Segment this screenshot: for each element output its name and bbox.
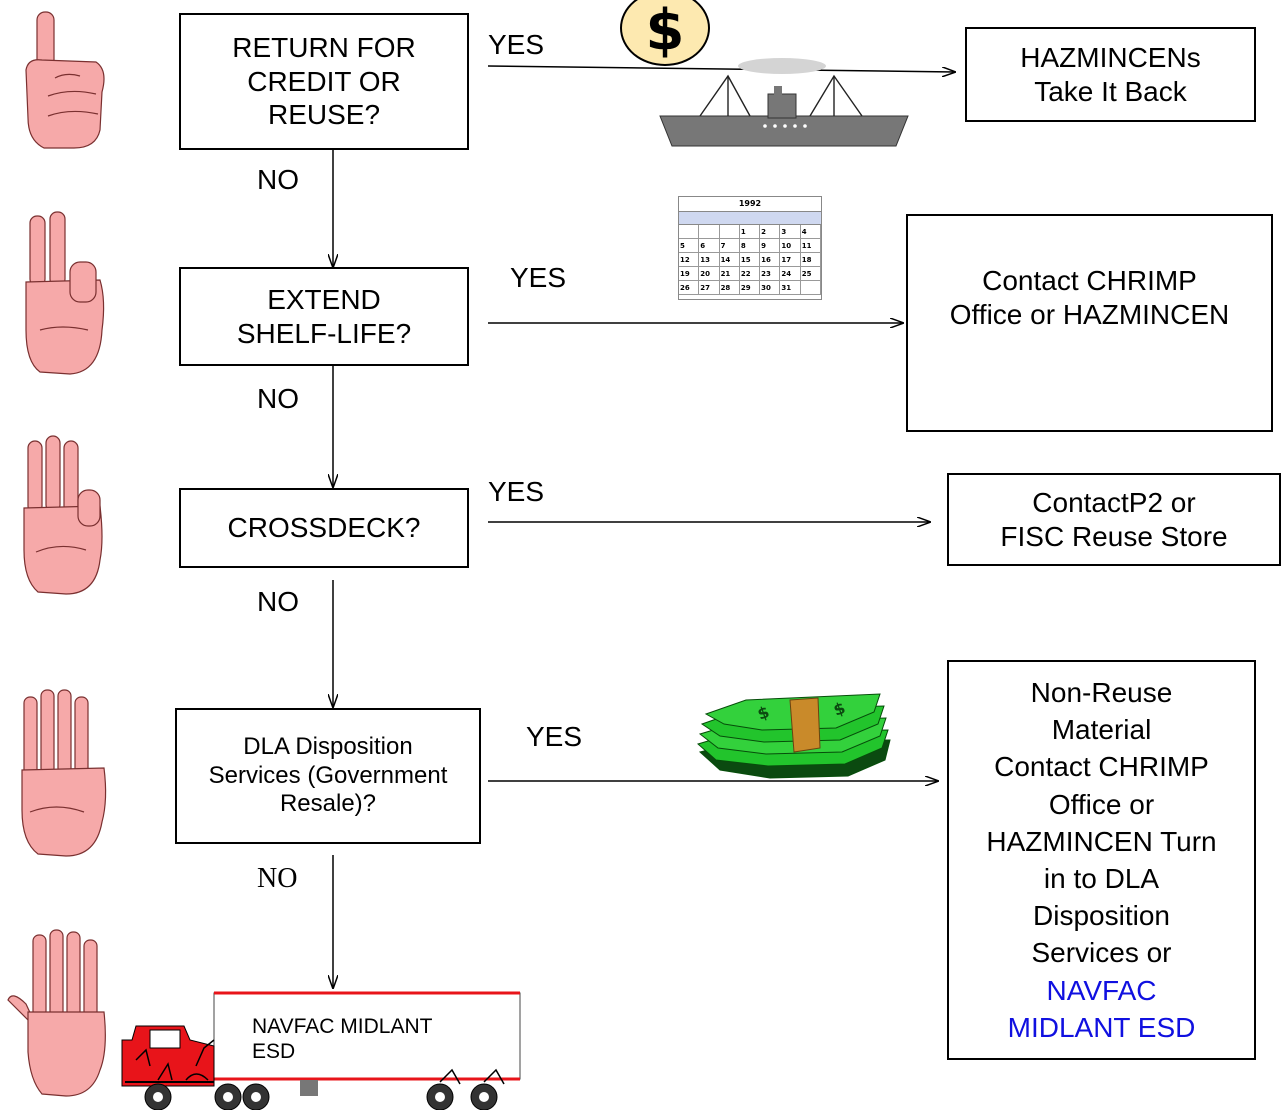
calendar-day-cell [699, 225, 720, 239]
calendar-day-cell: 26 [679, 281, 700, 295]
no-label-1: NO [257, 164, 299, 195]
calendar-day-cell: 10 [780, 239, 801, 253]
decision-extend-shelf-life: EXTEND SHELF-LIFE? [179, 267, 469, 366]
no-label-4: NO [257, 863, 298, 894]
calendar-day-cell: 8 [739, 239, 761, 253]
decision-4-label: DLA Disposition Services (Government Res… [208, 732, 448, 818]
calendar-day-cell: 22 [739, 267, 761, 281]
calendar-day-cell: 6 [699, 239, 720, 253]
calendar-day-cell [719, 225, 740, 239]
decision-return-for-credit: RETURN FOR CREDIT OR REUSE? [179, 13, 469, 150]
calendar-day-cell: 23 [760, 267, 781, 281]
calendar-day-cell: 30 [760, 281, 781, 295]
calendar-day-cell [800, 281, 821, 295]
dollar-symbol: $ [645, 0, 685, 63]
calendar-day-cell: 11 [800, 239, 821, 253]
yes-label-4: YES [526, 721, 583, 752]
three-finger-hand-icon [23, 435, 103, 595]
calendar-year: 1992 [679, 197, 821, 212]
no-label-2: NO [257, 383, 299, 414]
decision-crossdeck: CROSSDECK? [179, 488, 469, 568]
two-finger-hand-icon [25, 211, 105, 375]
calendar-day-cell: 14 [719, 253, 740, 267]
decision-1-label: RETURN FOR CREDIT OR REUSE? [232, 32, 416, 131]
calendar-day-cell: 12 [679, 253, 700, 267]
outcome-4-label: Non-Reuse Material Contact CHRIMP Office… [986, 676, 1217, 969]
calendar-day-cell: 2 [760, 225, 781, 239]
outcome-hazmincens-take-back: HAZMINCENs Take It Back [965, 27, 1256, 122]
yes-label-2: YES [510, 262, 567, 293]
four-finger-hand-icon [21, 689, 107, 857]
calendar-day-cell: 18 [800, 253, 821, 267]
decision-dla-disposition: DLA Disposition Services (Government Res… [175, 708, 481, 844]
outcome-4-link: NAVFAC MIDLANT ESD [1007, 974, 1196, 1043]
outcome-contact-p2: ContactP2 or FISC Reuse Store [947, 473, 1281, 566]
truck-label: NAVFAC MIDLANT ESD [252, 1015, 433, 1064]
outcome-1-label: HAZMINCENs Take It Back [1020, 41, 1201, 107]
calendar-day-cell: 9 [760, 239, 781, 253]
calendar-day-cell: 24 [780, 267, 801, 281]
calendar-day-cell: 19 [679, 267, 700, 281]
no-label-3: NO [257, 586, 299, 617]
decision-3-label: CROSSDECK? [227, 512, 421, 544]
calendar-day-cell: 5 [679, 239, 700, 253]
calendar-day-cell: 17 [780, 253, 801, 267]
decision-2-label: EXTEND SHELF-LIFE? [236, 283, 412, 349]
outcome-3-label: ContactP2 or FISC Reuse Store [1000, 486, 1228, 552]
calendar-day-cell: 15 [739, 253, 761, 267]
one-finger-hand-icon [25, 11, 105, 149]
calendar-day-cell: 29 [739, 281, 761, 295]
calendar-day-cell: 27 [699, 281, 720, 295]
calendar-day-cell: 7 [719, 239, 740, 253]
calendar-day-cell: 20 [699, 267, 720, 281]
calendar-day-cell: 3 [780, 225, 801, 239]
dollar-coin-icon: $ [620, 0, 710, 66]
calendar-weekday-band [679, 212, 821, 225]
calendar-day-cell: 4 [800, 225, 821, 239]
calendar-day-cell: 28 [719, 281, 740, 295]
outcome-2-label: Contact CHRIMP Office or HAZMINCEN [949, 265, 1230, 330]
yes-label-3: YES [488, 476, 545, 507]
calendar-day-cell: 25 [800, 267, 821, 281]
outcome-non-reuse-material: Non-Reuse Material Contact CHRIMP Office… [947, 660, 1256, 1060]
yes-label-1: YES [488, 29, 545, 60]
calendar-day-cell [679, 225, 700, 239]
calendar-day-cell: 1 [739, 225, 761, 239]
yes-arrow-1 [487, 65, 955, 72]
calendar-day-cell: 13 [699, 253, 720, 267]
outcome-contact-chrimp: Contact CHRIMP Office or HAZMINCEN [906, 214, 1273, 432]
calendar-day-cell: 21 [719, 267, 740, 281]
calendar-day-cell: 31 [780, 281, 801, 295]
open-hand-icon [7, 929, 106, 1097]
calendar-day-cell: 16 [760, 253, 781, 267]
